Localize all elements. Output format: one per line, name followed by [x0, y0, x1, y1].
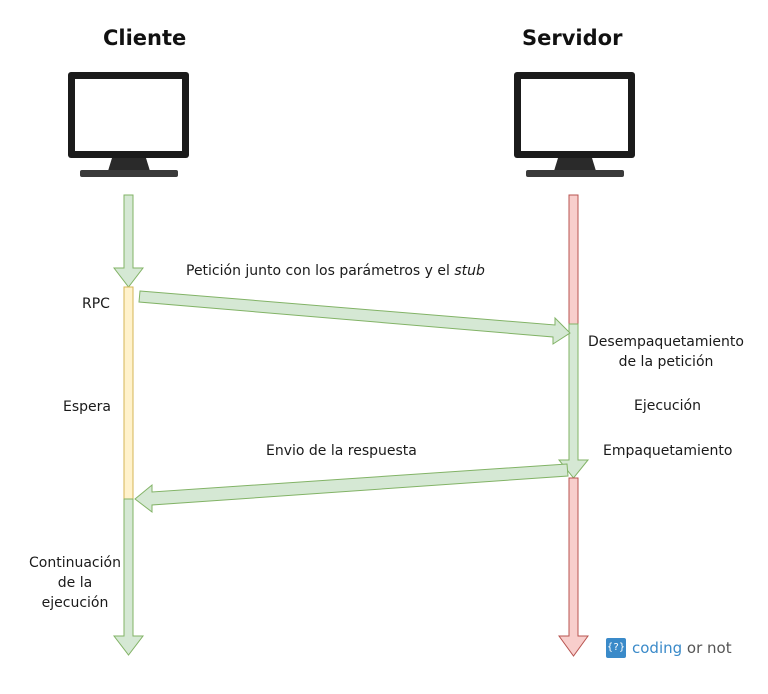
brand-icon: {?} — [606, 638, 626, 658]
brand-text-highlight: coding — [632, 639, 683, 657]
unpack-label-line1: Desempaquetamiento — [588, 334, 744, 350]
server-monitor-icon — [514, 72, 635, 177]
client-title: Cliente — [103, 26, 187, 50]
exec-label: Ejecución — [634, 398, 701, 414]
client-lifeline — [112, 194, 145, 656]
server-title: Servidor — [522, 26, 623, 50]
request-message-label: Petición junto con los parámetros y el s… — [186, 263, 485, 279]
brand-text: coding or not — [632, 639, 732, 657]
continue-label-line2: de la — [57, 575, 93, 591]
continue-label-line3: ejecución — [41, 595, 109, 611]
unpack-label: Desempaquetamiento de la petición — [586, 332, 746, 372]
pack-label: Empaquetamiento — [603, 443, 733, 459]
server-lifeline — [557, 194, 590, 657]
brand-text-rest: or not — [682, 639, 732, 657]
continue-label-line1: Continuación — [29, 555, 121, 571]
response-message-label: Envio de la respuesta — [266, 443, 417, 459]
response-arrow — [134, 463, 569, 514]
request-arrow — [138, 290, 571, 345]
rpc-label: RPC — [82, 296, 110, 312]
client-monitor-icon — [68, 72, 189, 177]
request-message-text: Petición junto con los parámetros y el — [186, 263, 455, 279]
request-message-stub: stub — [454, 263, 485, 279]
unpack-label-line2: de la petición — [618, 354, 714, 370]
continue-label: Continuación de la ejecución — [22, 553, 128, 613]
wait-label: Espera — [63, 399, 111, 415]
brand-logo: {?} coding or not — [606, 638, 732, 658]
